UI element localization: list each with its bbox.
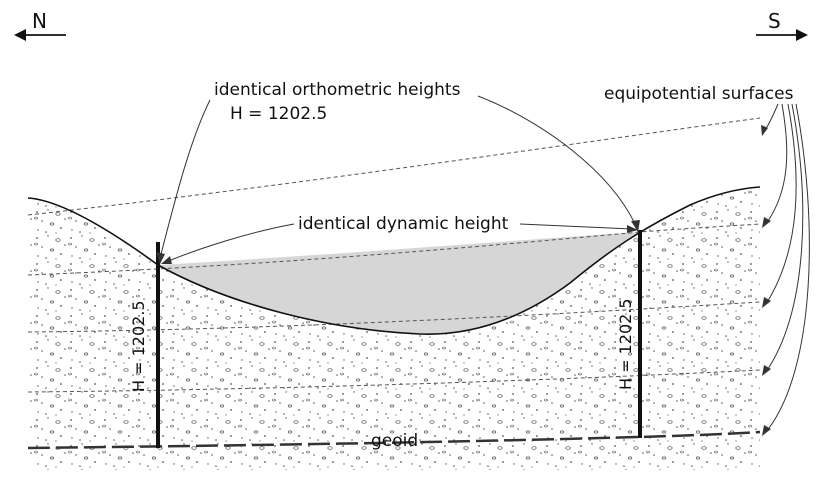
leader-equipotential-2 <box>765 103 788 225</box>
equipotential-line-2 <box>27 223 761 276</box>
leader-dynamic-left <box>165 223 295 263</box>
leader-orthometric-right <box>477 95 637 227</box>
orthometric-label: identical orthometric heights <box>214 80 461 100</box>
north-arrow: N <box>14 9 66 41</box>
equipotential-lines <box>27 117 761 393</box>
equipotential-line-4 <box>27 369 761 393</box>
north-label: N <box>32 9 47 33</box>
lake-surface-region <box>158 232 640 335</box>
leader-equipotential-4 <box>765 103 804 373</box>
dynamic-height-label: identical dynamic height <box>298 214 509 234</box>
geoid-label: geoid <box>371 431 418 451</box>
orthometric-value-label: H = 1202.5 <box>230 104 327 124</box>
leader-orthometric-left <box>159 99 211 259</box>
geoid-line <box>27 430 761 450</box>
south-arrow: S <box>756 9 808 41</box>
right-rod-label: H = 1202.5 <box>616 298 635 390</box>
leader-equipotential-3 <box>765 103 797 305</box>
equipotential-line-1 <box>27 117 761 216</box>
terrain-surface <box>27 186 761 335</box>
left-rod-label: H = 1202.5 <box>129 300 148 392</box>
leader-dynamic-right <box>519 223 633 230</box>
leader-lines <box>156 95 810 436</box>
equipotential-line-3 <box>27 301 761 333</box>
south-label: S <box>768 9 781 33</box>
equipotential-label: equipotential surfaces <box>604 84 794 104</box>
leader-equipotential-5 <box>765 103 810 433</box>
